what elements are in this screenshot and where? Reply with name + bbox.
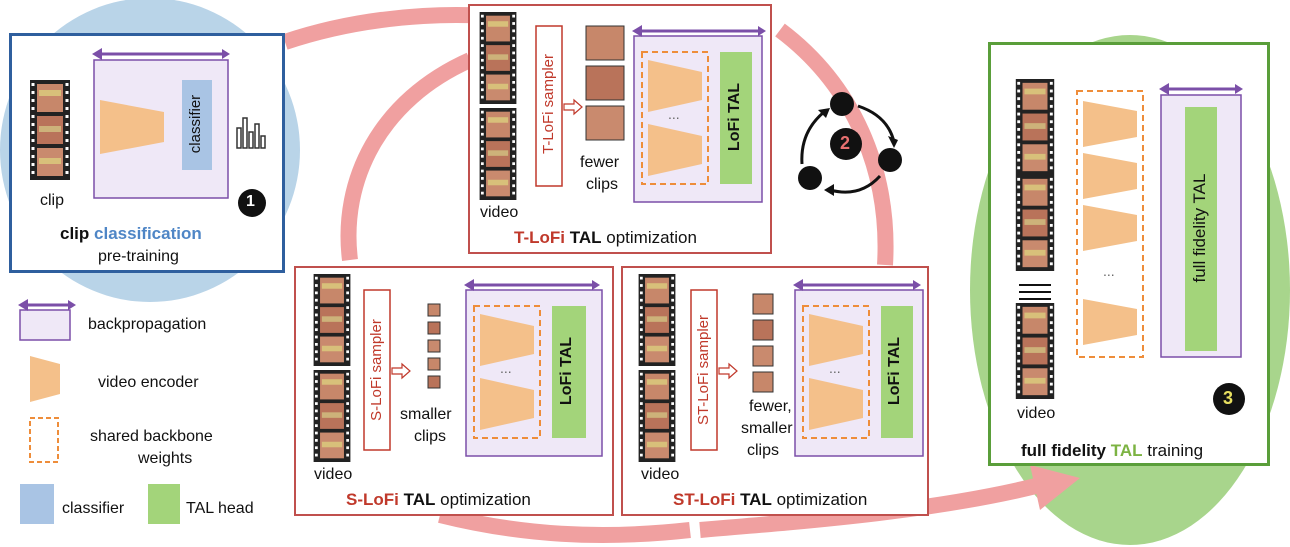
st-lofi-film-bottom: [638, 370, 676, 462]
s-lofi-title-bold: TAL: [403, 490, 436, 509]
stage3-badge-circle: [1213, 383, 1245, 415]
stage1-title-colored: classification: [94, 224, 202, 243]
st-lofi-title: ST-LoFi TAL optimization: [673, 490, 867, 510]
st-lofi-title-bold: TAL: [740, 490, 772, 509]
cycle-icon: [798, 92, 902, 196]
t-lofi-panel: T-LoFi sampler fewer clips ... LoFi TAL …: [468, 4, 772, 254]
stage3-title-suffix: training: [1147, 441, 1204, 460]
t-lofi-graphics: [479, 12, 766, 203]
t-lofi-head-label: LoFi TAL: [726, 82, 743, 152]
s-lofi-title-suffix: optimization: [440, 490, 531, 509]
stage3-head-label: full fidelity TAL: [1190, 173, 1209, 283]
classifier-box: [182, 80, 212, 170]
stage3-graphics: [1015, 79, 1245, 415]
s-lofi-film-top: [313, 274, 351, 366]
st-lofi-ellipsis: ...: [829, 360, 841, 376]
st-lofi-sampler-box: [690, 289, 718, 451]
t-lofi-clips-label-2: clips: [586, 176, 619, 193]
t-lofi-sampler-label: T-LoFi sampler: [540, 53, 557, 155]
legend: backpropagation video encoder shared bac…: [14, 296, 284, 536]
classifier-label: classifier: [187, 94, 204, 154]
s-lofi-title: S-LoFi TAL optimization: [346, 490, 531, 510]
st-lofi-title-suffix: optimization: [776, 490, 868, 509]
stage1-badge-circle: [238, 189, 266, 217]
t-lofi-film-top: [479, 12, 517, 104]
stage3-badge: 3: [1223, 388, 1234, 408]
st-lofi-clips-label-2: smaller: [741, 420, 793, 437]
stage1-title-bold: clip: [60, 224, 90, 243]
stage1-badge: 1: [246, 193, 255, 210]
t-lofi-ellipsis: ...: [668, 106, 680, 122]
s-lofi-sampler-label: S-LoFi sampler: [368, 319, 385, 421]
stage3-ellipsis: ...: [1103, 263, 1115, 279]
t-lofi-title-suffix: optimization: [606, 228, 697, 247]
legend-tal-head-swatch: [148, 484, 180, 524]
t-lofi-sampler-box: [535, 25, 563, 187]
t-lofi-title-prefix: T-LoFi: [514, 228, 565, 247]
stage1-subtitle: pre-training: [98, 248, 179, 265]
stage3-panel: ... full fidelity TAL 3 video full fidel…: [988, 42, 1270, 466]
s-lofi-title-prefix: S-LoFi: [346, 490, 399, 509]
st-lofi-sampler-label: ST-LoFi sampler: [695, 314, 712, 426]
s-lofi-graphics: [313, 274, 603, 462]
s-lofi-head-label: LoFi TAL: [558, 336, 575, 406]
legend-encoder-label: video encoder: [98, 374, 199, 391]
s-lofi-clips-label-1: smaller: [400, 406, 452, 423]
t-lofi-video-label: video: [480, 204, 519, 221]
legend-classifier-swatch: [20, 484, 54, 524]
stage3-title-bold: full fidelity: [1021, 441, 1106, 460]
histogram-icon: [236, 117, 266, 149]
s-lofi-panel: S-LoFi sampler smaller clips ... LoFi TA…: [294, 266, 614, 516]
video-encoder-shape: [100, 100, 164, 154]
stage3-title: full fidelity TAL training: [1021, 441, 1203, 461]
s-lofi-ellipsis: ...: [500, 360, 512, 376]
legend-shared-label-1: shared backbone: [90, 428, 213, 445]
s-lofi-video-label: video: [314, 466, 353, 483]
clip-film-icon: [30, 80, 70, 180]
t-lofi-title: T-LoFi TAL optimization: [514, 228, 697, 248]
t-lofi-film-bottom: [479, 108, 517, 200]
st-lofi-panel: ST-LoFi sampler fewer, smaller clips ...…: [621, 266, 929, 516]
s-lofi-sampler-box: [363, 289, 391, 451]
legend-classifier-label: classifier: [62, 500, 125, 517]
st-lofi-film-top: [638, 274, 676, 366]
legend-shared-swatch: [29, 417, 59, 463]
stage3-title-colored: TAL: [1110, 441, 1143, 460]
clip-label: clip: [40, 192, 65, 209]
legend-backprop-swatch: [19, 309, 71, 341]
t-lofi-title-bold: TAL: [569, 228, 602, 247]
legend-encoder-swatch: [30, 356, 60, 402]
stage1-title: clip classification: [60, 224, 202, 244]
t-lofi-clips-label-1: fewer: [580, 154, 620, 171]
stage2-badge-circle: [830, 128, 862, 160]
legend-backprop-label: backpropagation: [88, 316, 207, 333]
legend-tal-head-label: TAL head: [186, 500, 254, 517]
st-lofi-clips-label-1: fewer,: [749, 398, 792, 415]
st-lofi-head-label: LoFi TAL: [886, 336, 903, 406]
legend-swatches: [18, 299, 76, 524]
st-lofi-video-label: video: [641, 466, 680, 483]
stage1-panel: classifier 1 clip clip classification pr…: [9, 33, 285, 273]
stage2-badge: 2: [840, 133, 851, 153]
stage1-graphics: [30, 48, 266, 217]
legend-shared-label-2: weights: [138, 450, 193, 467]
loop-arrowhead: [1030, 465, 1080, 510]
st-lofi-clips-label-3: clips: [747, 442, 780, 459]
st-lofi-title-prefix: ST-LoFi: [673, 490, 736, 509]
stage3-video-label: video: [1017, 405, 1056, 422]
s-lofi-clips-label-2: clips: [414, 428, 447, 445]
st-lofi-graphics: [638, 274, 924, 462]
s-lofi-film-bottom: [313, 370, 351, 462]
